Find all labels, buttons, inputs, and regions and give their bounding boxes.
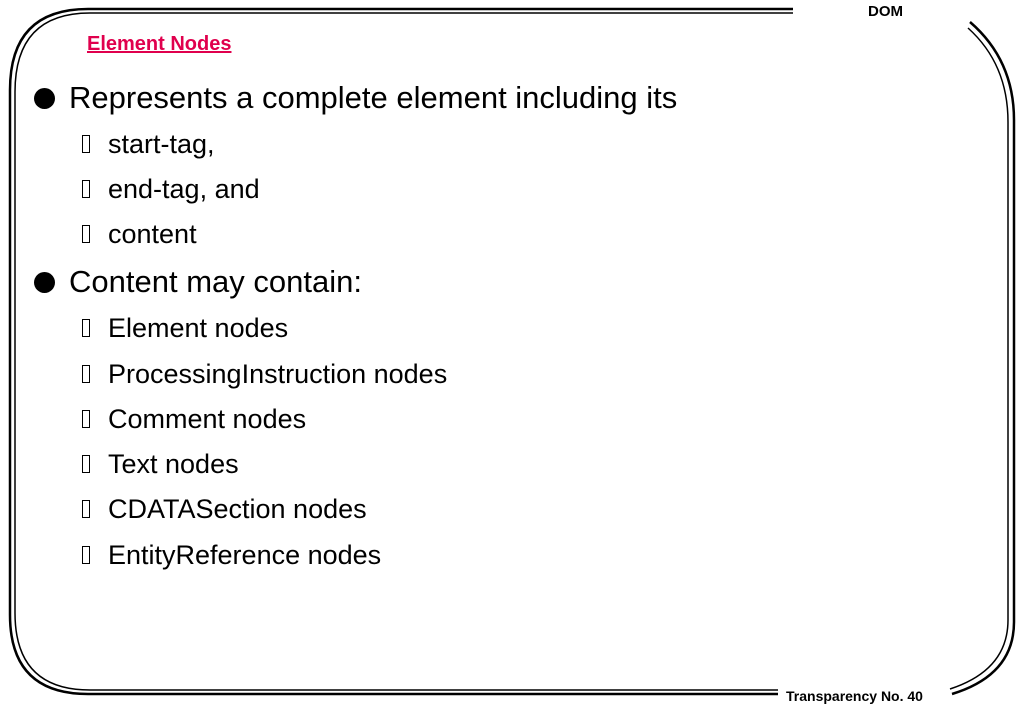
slide-title: Element Nodes	[87, 33, 232, 55]
frame-right-inner	[949, 27, 1009, 690]
sub-bullet-square-icon	[82, 135, 90, 153]
bullet-2-sub-2: ProcessingInstruction nodes	[82, 356, 447, 392]
bullet-2-sub-4: Text nodes	[82, 446, 239, 482]
bullet-1-sub-3: content	[82, 216, 197, 252]
bullet-1-sub-2: end-tag, and	[82, 171, 260, 207]
bullet-2: Content may contain:	[34, 262, 362, 302]
bullet-2-sub-3: Comment nodes	[82, 401, 306, 437]
sub-bullet-text: start-tag,	[108, 128, 215, 159]
bullet-2-text: Content may contain:	[69, 264, 362, 299]
sub-bullet-square-icon	[82, 455, 90, 473]
sub-bullet-square-icon	[82, 225, 90, 243]
sub-bullet-text: content	[108, 218, 197, 249]
sub-bullet-text: EntityReference nodes	[108, 539, 382, 570]
bullet-2-sub-5: CDATASection nodes	[82, 491, 367, 527]
sub-bullet-text: CDATASection nodes	[108, 493, 367, 524]
bullet-dot-icon	[34, 87, 55, 109]
sub-bullet-text: Text nodes	[108, 448, 239, 479]
sub-bullet-square-icon	[82, 319, 90, 337]
frame-right-outer	[951, 21, 1016, 696]
sub-bullet-square-icon	[82, 365, 90, 383]
frame-top-outer	[8, 7, 793, 696]
frame-top-inner	[14, 12, 793, 691]
bullet-1-sub-1: start-tag,	[82, 126, 215, 162]
sub-bullet-text: Element nodes	[108, 312, 289, 343]
sub-bullet-square-icon	[82, 546, 90, 564]
bullet-2-sub-6: EntityReference nodes	[82, 537, 381, 573]
footer-transparency-number: Transparency No. 40	[786, 688, 923, 704]
sub-bullet-square-icon	[82, 410, 90, 428]
bullet-1: Represents a complete element including …	[34, 78, 677, 118]
bullet-2-sub-1: Element nodes	[82, 310, 288, 346]
sub-bullet-text: end-tag, and	[108, 173, 260, 204]
sub-bullet-square-icon	[82, 180, 90, 198]
sub-bullet-text: ProcessingInstruction nodes	[108, 358, 448, 389]
bullet-1-text: Represents a complete element including …	[69, 80, 678, 115]
bullet-dot-icon	[34, 271, 55, 293]
sub-bullet-square-icon	[82, 500, 90, 518]
header-topic: DOM	[868, 3, 903, 20]
sub-bullet-text: Comment nodes	[108, 403, 307, 434]
